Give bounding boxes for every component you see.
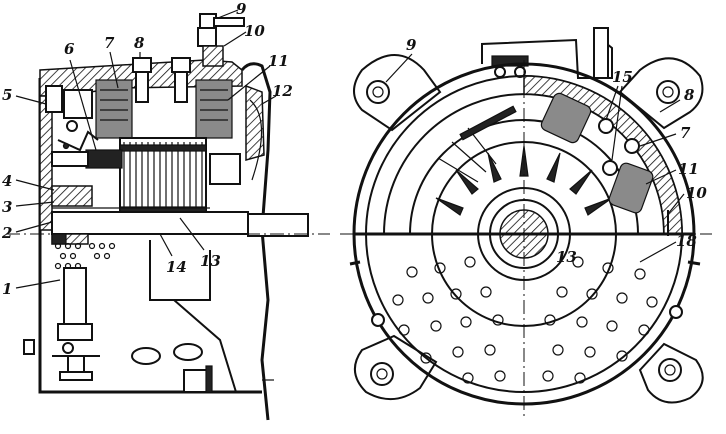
brush-holder-5 [45, 85, 63, 113]
callout-7: 7 [104, 34, 115, 52]
stator-winding-left [95, 79, 133, 139]
callout-r9: 9 [406, 36, 417, 54]
lug-hole-tl [366, 80, 390, 104]
callout-4: 4 [2, 172, 12, 190]
frame-opening [149, 240, 211, 301]
right-leaders [385, 53, 685, 263]
terminal-8-right-head [171, 57, 191, 73]
terminal-8-right-shank [174, 71, 188, 103]
end-shield-outline [240, 62, 272, 421]
callout-3: 3 [2, 198, 12, 216]
resistor-clamp [57, 323, 93, 341]
cover-ribs [349, 260, 701, 266]
ground-lug [23, 339, 35, 355]
terminal-base [59, 371, 93, 381]
cover-screw-left [371, 313, 385, 327]
end-shield-section [245, 84, 265, 161]
collector-6 [85, 149, 123, 169]
bolt-7 [624, 138, 640, 154]
cover-screw-right [669, 305, 683, 319]
callout-14: 14 [166, 258, 187, 276]
callout-5: 5 [2, 86, 12, 104]
winding-lines [100, 89, 228, 121]
callout-1: 1 [2, 280, 12, 298]
callout-11: 11 [268, 52, 289, 70]
terminal-nut-a [494, 66, 506, 78]
ventilation-holes-left [54, 242, 116, 270]
bolt-shank-9 [213, 17, 245, 27]
bolt-boss-9 [202, 45, 224, 67]
housing-left-wall [39, 95, 53, 231]
support-strut [173, 299, 237, 393]
bearing-race [51, 233, 67, 245]
callout-12: 12 [272, 82, 293, 100]
mount-hole-left [131, 347, 161, 365]
lug-hole-br [658, 358, 682, 382]
terminal-bolt [62, 342, 74, 354]
bolt-15a [598, 118, 614, 134]
rotor-laminations [123, 142, 203, 216]
top-stud [593, 27, 609, 79]
rotor-band-top [119, 144, 207, 152]
rotor-slots [435, 145, 613, 216]
terminal-bar [52, 355, 100, 372]
brush-holder-arm [459, 105, 517, 141]
callout-2: 2 [1, 224, 12, 242]
insulating-block-4 [51, 185, 93, 207]
shaft-14 [51, 211, 249, 235]
foot-plate [205, 365, 213, 393]
lug-top-left [353, 54, 442, 132]
callout-r7: 7 [680, 124, 691, 142]
callout-r11: 11 [678, 160, 699, 178]
lug-top-right [618, 57, 704, 130]
callout-6: 6 [64, 40, 75, 58]
brush-pivot [66, 120, 78, 132]
lug-hole-bl [370, 362, 394, 386]
callout-r15: 15 [612, 68, 633, 86]
rotor-end-ring [209, 153, 241, 185]
mount-hole-right [173, 343, 203, 361]
callout-r13: 13 [556, 248, 577, 266]
shaft-extension [247, 213, 309, 237]
right-end-view: 9 15 8 7 11 10 13 18 [340, 27, 712, 420]
lug-bottom-right [638, 342, 704, 404]
callout-10: 10 [244, 22, 265, 40]
lug-bottom-left [354, 334, 438, 400]
callout-13: 13 [200, 252, 221, 270]
brush-mechanism [63, 89, 93, 119]
brush-spring [57, 130, 99, 152]
pole-winding-upper [540, 92, 592, 144]
callout-8: 8 [134, 34, 145, 52]
resistor-body-1 [63, 267, 87, 325]
brush-rivet [62, 142, 70, 150]
callout-r8: 8 [684, 86, 695, 104]
bolt-15b [602, 160, 618, 176]
left-leaders [15, 9, 277, 289]
callout-r18: 18 [676, 232, 697, 250]
terminal-box [481, 38, 613, 79]
callout-9: 9 [236, 0, 247, 18]
left-section-view: 1 2 3 4 5 6 7 8 9 10 11 12 13 14 [1, 0, 330, 421]
pole-winding-11 [608, 162, 654, 214]
ventilation-holes-right [392, 256, 658, 384]
stator-winding-right [195, 79, 233, 139]
end-shield-rib [249, 99, 263, 181]
bolt-nut-9 [197, 27, 217, 47]
collector-sleeve [51, 151, 89, 167]
terminal-8-left-shank [135, 71, 149, 103]
callout-r10: 10 [686, 184, 707, 202]
lug-hole-tr [656, 80, 680, 104]
rotor-core-13 [119, 137, 207, 221]
terminal-8-left-head [132, 57, 152, 73]
